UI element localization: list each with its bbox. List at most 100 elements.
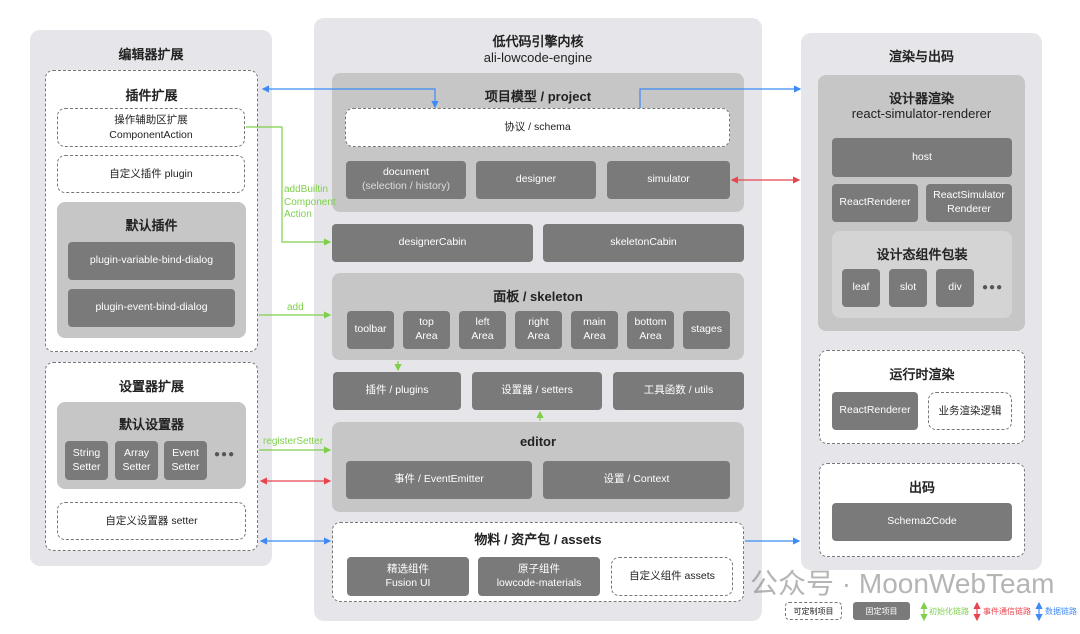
custom-plugin-box[interactable]: 自定义插件 plugin — [57, 155, 245, 193]
skeleton-cabin-box[interactable]: skeletonCabin — [543, 224, 744, 262]
sim-renderer-label: ReactSimulator — [933, 189, 1005, 202]
assets-label: Fusion UI — [385, 576, 431, 589]
area-label: Area — [471, 330, 494, 342]
document-box[interactable]: document(selection / history) — [346, 161, 466, 199]
utils-label: 工具函数 / utils — [643, 384, 714, 397]
event-emitter-box[interactable]: 事件 / EventEmitter — [346, 461, 532, 499]
assets-title: 物料 / 资产包 / assets — [474, 532, 602, 547]
simulator-label: simulator — [647, 173, 690, 186]
setter-label: Setter — [171, 460, 200, 473]
component-action-en: ComponentAction — [109, 128, 193, 141]
event-emitter-label: 事件 / EventEmitter — [394, 473, 484, 486]
init-link-add-builtin — [246, 126, 332, 246]
host-box[interactable]: host — [832, 138, 1012, 177]
add-label: add — [287, 302, 304, 313]
designer-label: designer — [515, 173, 557, 186]
designer-cabin-box[interactable]: designerCabin — [332, 224, 533, 262]
react-renderer-label: ReactRenderer — [839, 196, 911, 209]
register-setter-label: registerSetter — [263, 436, 324, 447]
data-link-plugins-schema — [261, 85, 439, 109]
runtime-render-title: 运行时渲染 — [889, 367, 955, 382]
default-setters-title: 默认设置器 — [118, 417, 184, 432]
assets-label: lowcode-materials — [496, 576, 582, 589]
plugin-label: plugin-variable-bind-dialog — [89, 254, 214, 267]
wrap-label: slot — [899, 281, 917, 294]
skeleton-cabin-label: skeletonCabin — [610, 236, 677, 249]
schema-label: 协议 / schema — [504, 121, 571, 134]
slot-box[interactable]: slot — [889, 269, 927, 307]
div-box[interactable]: div — [936, 269, 974, 307]
setters-box[interactable]: 设置器 / setters — [472, 372, 602, 410]
utils-box[interactable]: 工具函数 / utils — [613, 372, 744, 410]
setter-label: Event — [172, 446, 199, 459]
area-label: stages — [691, 323, 722, 336]
skeleton-toolbar[interactable]: toolbar — [347, 311, 394, 349]
custom-assets-label: 自定义组件 assets — [629, 570, 715, 583]
custom-setter-box[interactable]: 自定义设置器 setter — [57, 502, 246, 540]
add-builtin-line: Action — [284, 209, 312, 220]
component-action-box[interactable]: 操作辅助区扩展 ComponentAction — [57, 108, 245, 147]
assets-label: 原子组件 — [518, 562, 560, 575]
react-renderer-box[interactable]: ReactRenderer — [832, 184, 918, 222]
area-label: main — [583, 316, 606, 329]
plugin-label: plugin-event-bind-dialog — [95, 301, 208, 314]
business-render-logic-box[interactable]: 业务渲染逻辑 — [928, 392, 1012, 430]
area-label: Area — [583, 330, 606, 342]
more-wrap-ellipsis: ●●● — [982, 282, 1004, 293]
designer-cabin-label: designerCabin — [398, 236, 467, 249]
schema2code-box[interactable]: Schema2Code — [832, 503, 1012, 541]
component-wrap-title: 设计态组件包装 — [876, 247, 968, 262]
watermark: 公众号 · MoonWebTeam — [750, 568, 1055, 599]
plugin-event-bind-dialog[interactable]: plugin-event-bind-dialog — [68, 289, 235, 327]
editor-extension-title: 编辑器扩展 — [118, 47, 184, 62]
area-label: Area — [527, 330, 550, 342]
leaf-box[interactable]: leaf — [842, 269, 880, 307]
simulator-box[interactable]: simulator — [607, 161, 730, 199]
business-logic-label: 业务渲染逻辑 — [938, 404, 1002, 417]
wrap-label: div — [948, 281, 962, 294]
context-box[interactable]: 设置 / Context — [543, 461, 730, 499]
legend-init: 初始化链路 — [929, 607, 969, 616]
setter-extension-title: 设置器扩展 — [118, 379, 184, 394]
host-label: host — [912, 150, 932, 163]
more-setters-ellipsis: ●●● — [214, 449, 236, 460]
skeleton-title: 面板 / skeleton — [493, 289, 583, 304]
custom-plugin-label: 自定义插件 plugin — [109, 167, 193, 180]
custom-assets-box[interactable]: 自定义组件 assets — [611, 557, 733, 596]
runtime-renderer-label: ReactRenderer — [839, 404, 911, 417]
data-link-schema-render — [639, 85, 802, 108]
designer-render-title: 设计器渲染 — [888, 91, 954, 106]
runtime-react-renderer-box[interactable]: ReactRenderer — [832, 392, 918, 430]
designer-render-subtitle: react-simulator-renderer — [851, 106, 992, 121]
project-title: 项目模型 / project — [484, 89, 592, 104]
codegen-title: 出码 — [908, 480, 935, 495]
plugin-variable-bind-dialog[interactable]: plugin-variable-bind-dialog — [68, 242, 235, 280]
legend-data: 数据链路 — [1045, 607, 1077, 616]
area-label: bottom — [634, 316, 667, 329]
area-label: top — [419, 316, 434, 329]
area-label: right — [528, 316, 549, 329]
context-label: 设置 / Context — [603, 473, 670, 486]
designer-box[interactable]: designer — [476, 161, 596, 199]
skeleton-stages[interactable]: stages — [683, 311, 730, 349]
default-plugins-title: 默认插件 — [125, 218, 178, 233]
setters-label: 设置器 / setters — [501, 384, 573, 397]
schema2code-label: Schema2Code — [887, 515, 957, 528]
plugins-box[interactable]: 插件 / plugins — [333, 372, 461, 410]
schema-box[interactable]: 协议 / schema — [345, 108, 730, 147]
legend-fixed: 固定项目 — [853, 602, 910, 620]
plugins-label: 插件 / plugins — [365, 384, 429, 397]
